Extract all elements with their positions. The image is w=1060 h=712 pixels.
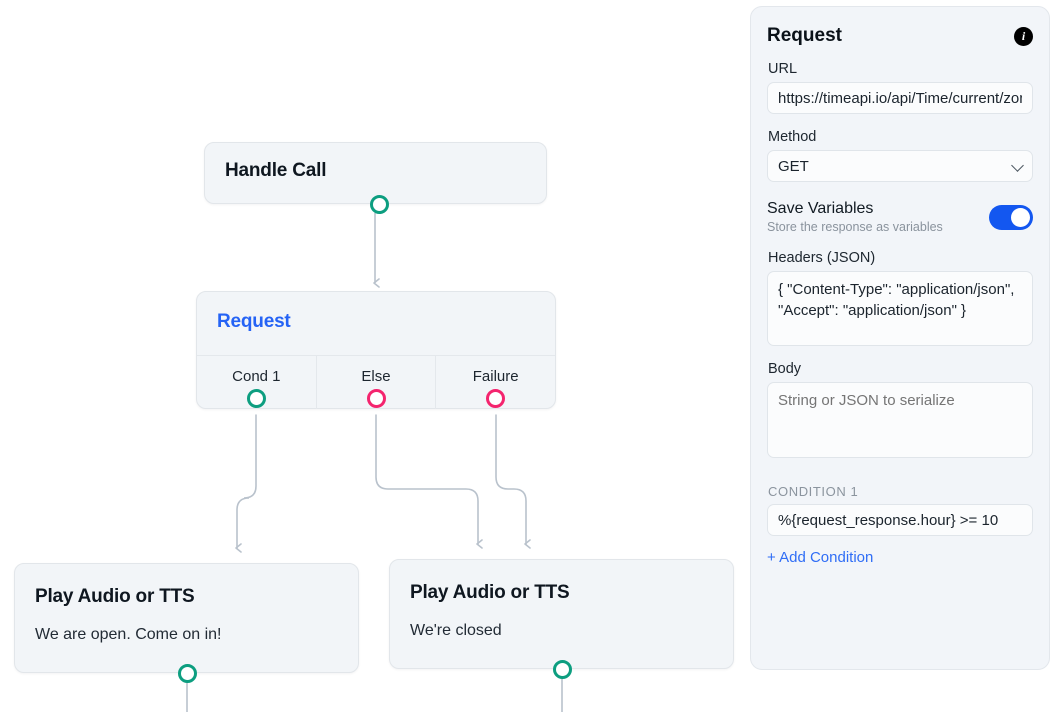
- add-condition-button[interactable]: + Add Condition: [767, 549, 874, 566]
- node-port-output[interactable]: [370, 195, 389, 214]
- method-select-wrap: [767, 150, 1033, 182]
- url-input[interactable]: [767, 82, 1033, 114]
- save-variables-texts: Save Variables Store the response as var…: [767, 200, 943, 234]
- edge-cond1-ttsopen: [235, 414, 257, 553]
- save-variables-toggle[interactable]: [989, 204, 1033, 230]
- headers-label: Headers (JSON): [768, 250, 876, 266]
- node-request-header: Request: [197, 292, 555, 355]
- node-port-output[interactable]: [178, 664, 197, 683]
- inspector-panel: Request i URL Method Save Variables Stor…: [750, 6, 1050, 670]
- save-variables-description: Store the response as variables: [767, 220, 943, 234]
- condition-section: CONDITION 1 + Add Condition: [767, 484, 1033, 567]
- save-variables-label: Save Variables: [767, 200, 874, 217]
- panel-title: Request: [767, 25, 842, 46]
- node-title: Play Audio or TTS: [35, 586, 195, 607]
- method-label: Method: [768, 129, 817, 145]
- node-port-else[interactable]: Else: [315, 356, 436, 409]
- node-play-audio-tts-open[interactable]: Play Audio or TTS We are open. Come on i…: [14, 563, 359, 683]
- node-play-audio-tts-closed[interactable]: Play Audio or TTS We're closed: [389, 559, 734, 679]
- method-select[interactable]: [767, 150, 1033, 182]
- node-port-output[interactable]: [553, 660, 572, 679]
- node-request[interactable]: Request Cond 1 Else Failure: [196, 291, 556, 409]
- port-label: Cond 1: [232, 368, 281, 385]
- panel-header: Request i: [767, 25, 1033, 47]
- port-dot-failure[interactable]: [486, 389, 506, 408]
- port-dot-else[interactable]: [366, 389, 386, 408]
- body-field-group: Body: [767, 361, 1033, 458]
- save-variables-row: Save Variables Store the response as var…: [767, 200, 1033, 234]
- node-subtitle: We're closed: [410, 622, 502, 639]
- node-port-cond-1[interactable]: Cond 1: [197, 356, 316, 409]
- info-icon[interactable]: i: [1014, 26, 1033, 46]
- port-dot-cond-1[interactable]: [247, 389, 266, 408]
- node-subtitle: We are open. Come on in!: [35, 626, 222, 643]
- condition-label: CONDITION 1: [768, 484, 859, 499]
- url-field-group: URL: [767, 61, 1033, 114]
- node-title: Play Audio or TTS: [410, 582, 570, 603]
- edge-layer: [186, 213, 563, 712]
- headers-field-group: Headers (JSON): [767, 250, 1033, 346]
- method-field-group: Method: [767, 129, 1033, 182]
- node-handle-call[interactable]: Handle Call: [204, 142, 547, 214]
- url-label: URL: [768, 61, 798, 77]
- node-title: Handle Call: [225, 160, 327, 181]
- flow-canvas[interactable]: Handle Call Request Cond 1 Else Failure: [0, 0, 748, 712]
- node-title: Request: [217, 311, 291, 332]
- node-request-port-row: Cond 1 Else Failure: [197, 355, 555, 409]
- port-label: Else: [361, 368, 391, 385]
- edge-failure-ttsclosed: [495, 414, 531, 549]
- toggle-knob: [1011, 207, 1030, 227]
- body-label: Body: [768, 361, 802, 377]
- node-port-failure[interactable]: Failure: [435, 356, 555, 409]
- body-textarea[interactable]: [767, 382, 1033, 458]
- condition-input[interactable]: [767, 504, 1033, 536]
- port-label: Failure: [472, 368, 519, 385]
- edge-else-ttsclosed: [375, 414, 483, 549]
- headers-textarea[interactable]: [767, 271, 1033, 346]
